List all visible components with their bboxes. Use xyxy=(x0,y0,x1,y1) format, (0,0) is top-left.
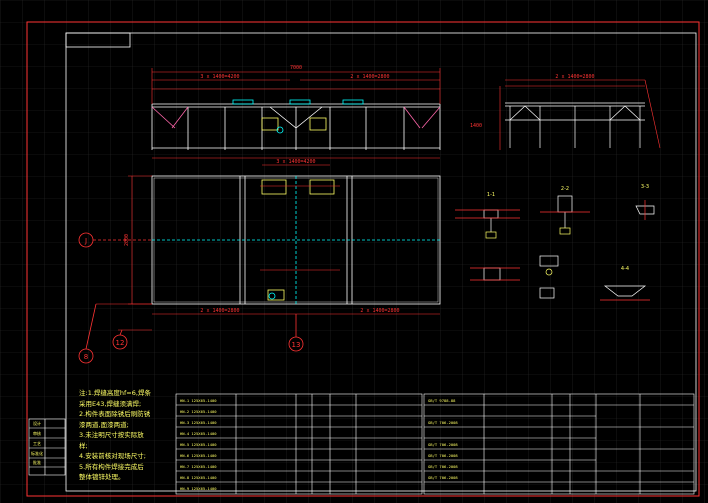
standard-row-4: GB/T 706-2008 xyxy=(428,453,458,458)
bottom-dimension-label: 3 x 1400=4200 xyxy=(276,159,315,165)
front-elevation xyxy=(151,99,441,150)
axis-label-13: 13 xyxy=(292,341,301,349)
standard-row-1: GB/T 9788-88 xyxy=(428,398,456,403)
axis-label-12: 12 xyxy=(116,339,125,347)
stamp-cell-3: 标准化 xyxy=(31,450,43,456)
top-right-dimension-label: 2 x 1400=2800 xyxy=(350,74,389,80)
parts-row-7: HN-7 125X65-1400 xyxy=(180,464,217,469)
plan-height-dimension-label: 2000 xyxy=(124,234,130,246)
parts-row-6: HN-6 125X65-1400 xyxy=(180,453,217,458)
plan-view xyxy=(151,175,441,305)
standard-row-6: GB/T 706-2008 xyxy=(428,475,458,480)
standard-row-3: GB/T 706-2008 xyxy=(428,442,458,447)
section-label-3-3: 3-3 xyxy=(641,184,649,190)
side-elevation-dimensions xyxy=(499,79,661,150)
outer-border xyxy=(26,21,700,497)
parts-row-2: HN-2 125X65-1400 xyxy=(180,409,217,414)
plan-view-dimensions xyxy=(96,175,440,331)
axis-label-j: J xyxy=(84,237,87,245)
side-view-top-dimension-label: 2 x 1400=2800 xyxy=(555,74,594,80)
front-elevation-dimensions xyxy=(151,68,441,166)
axis-bubbles xyxy=(78,232,304,364)
inner-border xyxy=(65,32,697,492)
stamp-cell-4: 批准 xyxy=(33,459,41,465)
parts-row-3: HN-3 125X65-1400 xyxy=(180,420,217,425)
parts-row-4: HN-4 125X65-1400 xyxy=(180,431,217,436)
standard-row-2: GB/T 706-2008 xyxy=(428,420,458,425)
section-details xyxy=(455,195,655,301)
overall-dimension-label: 7000 xyxy=(290,65,302,71)
stamp-cell-1: 审核 xyxy=(33,430,41,436)
parts-row-9: HN-9 125X65-1400 xyxy=(180,486,217,491)
parts-row-1: HN-1 125X65-1400 xyxy=(180,398,217,403)
parts-table-left-rows: HN-1 125X65-1400 HN-2 125X65-1400 HN-3 1… xyxy=(180,398,217,491)
plan-width-dimension-label: 2 x 1400=2800 xyxy=(200,308,239,314)
parts-row-5: HN-5 125X65-1400 xyxy=(180,442,217,447)
parts-table-left xyxy=(175,393,423,495)
standard-row-5: GB/T 706-2008 xyxy=(428,464,458,469)
section-label-1-1: 1-1 xyxy=(487,192,495,198)
top-left-dimension-label: 3 x 1400=4200 xyxy=(200,74,239,80)
stamp-cell-0: 设计 xyxy=(33,420,41,426)
parts-row-8: HN-8 125X65-1400 xyxy=(180,475,217,480)
side-view-left-dimension-label: 1400 xyxy=(470,123,482,129)
plan-bottom-right-dimension-label: 2 x 1400=2800 xyxy=(360,308,399,314)
section-label-4-4: 4-4 xyxy=(621,266,629,272)
section-label-2-2: 2-2 xyxy=(561,186,569,192)
corner-tag-box xyxy=(65,32,131,48)
technical-notes: 注:1.焊缝高度hf=6,焊条采用E43,焊缝须满焊; 2.构件表面除锈后刷防锈… xyxy=(79,389,151,481)
side-elevation xyxy=(505,102,645,148)
stamp-cell-2: 工艺 xyxy=(33,441,41,446)
axis-label-8: 8 xyxy=(84,353,88,361)
title-block-right xyxy=(423,393,695,495)
title-block-right-rows: GB/T 9788-88 GB/T 706-2008 GB/T 706-2008… xyxy=(428,398,458,480)
stamp-block xyxy=(28,418,66,476)
